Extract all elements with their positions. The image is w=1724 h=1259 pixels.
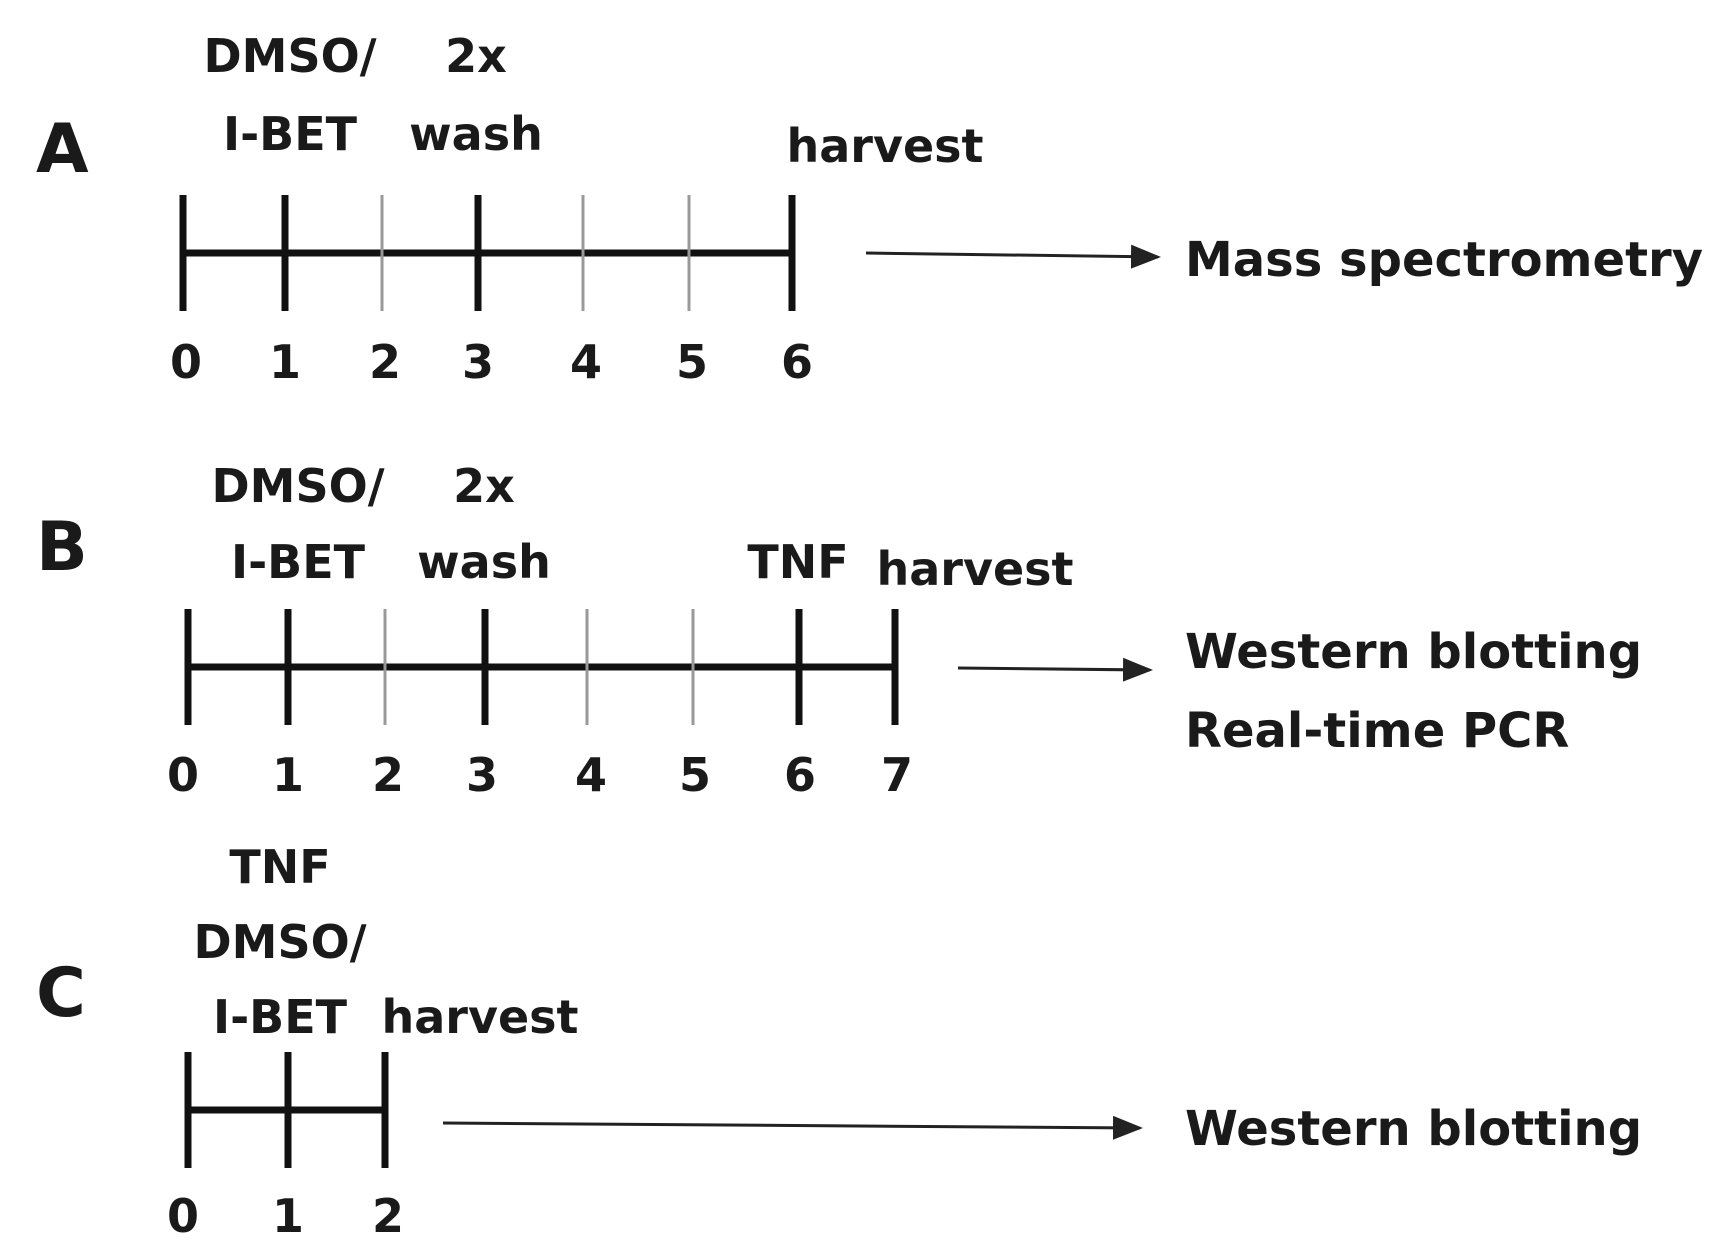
- tick-label: 2: [372, 1189, 404, 1243]
- output-label-western-blotting: Western blotting: [1185, 624, 1642, 680]
- event-label-dmso: DMSO/: [204, 29, 377, 83]
- tick-label: 6: [781, 335, 813, 389]
- panel-a: A DMSO/ I-BET 2x wash harvest 0 1 2 3 4 …: [36, 29, 1703, 389]
- output-arrow: [957, 657, 1153, 682]
- tick-label: 6: [784, 748, 816, 802]
- output-arrow: [442, 1115, 1143, 1140]
- panel-c: C TNF DMSO/ I-BET harvest 0 1 2 Western …: [36, 840, 1642, 1243]
- tick-label: 2: [372, 748, 404, 802]
- panel-letter-a: A: [36, 110, 89, 189]
- event-label-2x: 2x: [453, 459, 515, 513]
- output-label-real-time-pcr: Real-time PCR: [1185, 703, 1569, 759]
- event-label-ibet: I-BET: [223, 107, 358, 161]
- tick-label: 1: [269, 335, 301, 389]
- tick-label: 0: [167, 1189, 199, 1243]
- tick-label: 5: [676, 335, 708, 389]
- event-label-dmso: DMSO/: [194, 915, 367, 969]
- output-label-western-blotting: Western blotting: [1185, 1101, 1642, 1157]
- tick-label: 4: [575, 748, 607, 802]
- tick-label: 0: [167, 748, 199, 802]
- panel-letter-c: C: [36, 954, 86, 1033]
- output-arrow: [865, 244, 1161, 269]
- event-label-harvest: harvest: [786, 119, 983, 173]
- tick-label: 1: [272, 748, 304, 802]
- tick-label: 1: [272, 1189, 304, 1243]
- event-label-ibet: I-BET: [213, 990, 348, 1044]
- event-label-harvest: harvest: [381, 990, 578, 1044]
- output-label-mass-spectrometry: Mass spectrometry: [1185, 232, 1703, 288]
- event-label-ibet: I-BET: [231, 535, 366, 589]
- event-label-dmso: DMSO/: [212, 459, 385, 513]
- event-label-wash: wash: [417, 535, 551, 589]
- tick-label: 0: [170, 335, 202, 389]
- event-label-wash: wash: [409, 107, 543, 161]
- tick-label: 3: [466, 748, 498, 802]
- panel-letter-b: B: [36, 508, 88, 587]
- event-label-2x: 2x: [445, 29, 507, 83]
- tick-label: 7: [881, 748, 913, 802]
- tick-label: 3: [462, 335, 494, 389]
- panel-b: B DMSO/ I-BET 2x wash TNF harvest 0 1 2 …: [36, 459, 1642, 802]
- event-label-harvest: harvest: [876, 542, 1073, 596]
- tick-label: 2: [369, 335, 401, 389]
- event-label-tnf: TNF: [229, 840, 330, 894]
- event-label-tnf: TNF: [747, 535, 848, 589]
- tick-label: 5: [679, 748, 711, 802]
- tick-label: 4: [570, 335, 602, 389]
